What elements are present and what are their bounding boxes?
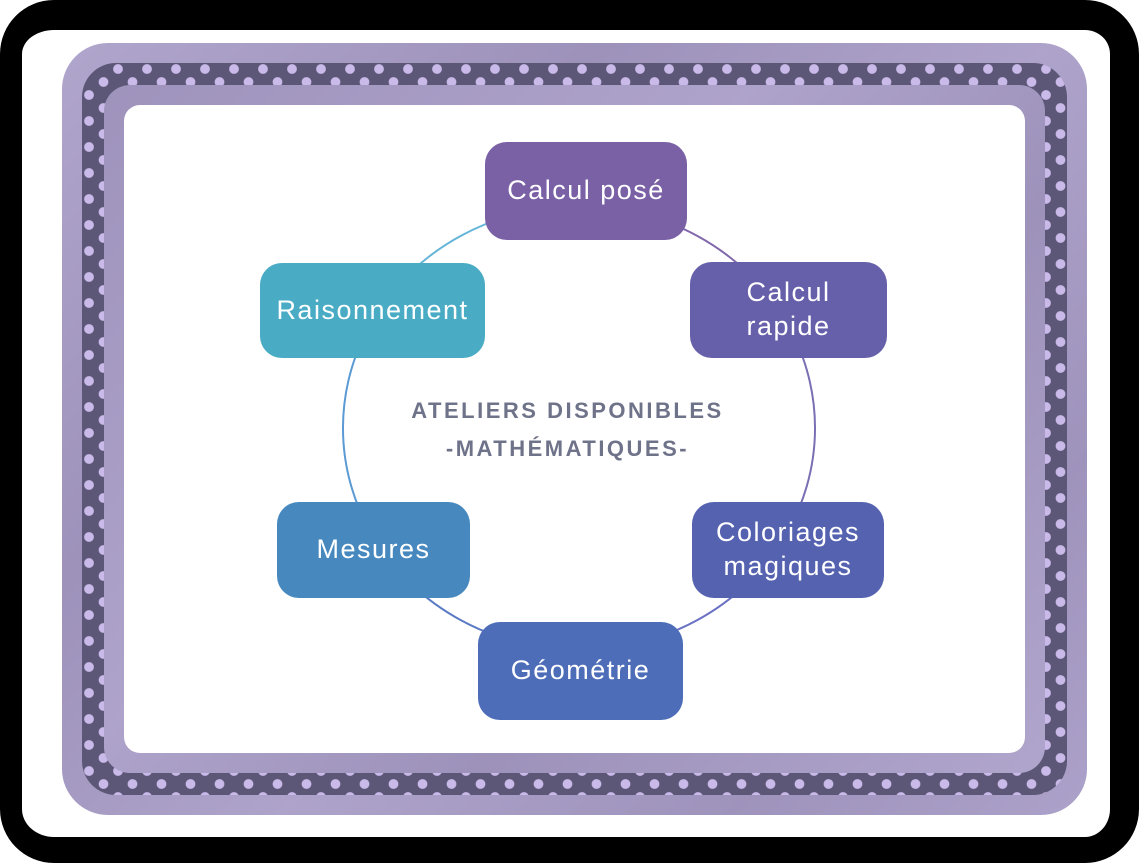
node-geometrie[interactable]: Géométrie — [478, 622, 683, 720]
node-mesures[interactable]: Mesures — [277, 502, 470, 598]
map-title-line2: -MATHÉMATIQUES- — [445, 436, 690, 461]
node-label: Calcul rapide — [746, 277, 831, 341]
node-label: Calcul posé — [507, 175, 665, 206]
node-label: Géométrie — [510, 655, 651, 686]
node-calcul-pose[interactable]: Calcul posé — [485, 142, 687, 240]
map-title-line1: ATELIERS DISPONIBLES — [411, 398, 724, 423]
map-title: ATELIERS DISPONIBLES -MATHÉMATIQUES- — [375, 392, 760, 468]
node-raisonnement[interactable]: Raisonnement — [260, 263, 485, 358]
node-coloriages-magiques[interactable]: Coloriages magiques — [692, 502, 884, 598]
node-label: Raisonnement — [276, 294, 469, 325]
node-calcul-rapide[interactable]: Calcul rapide — [690, 262, 887, 358]
node-label: Coloriages magiques — [715, 517, 861, 581]
node-label: Mesures — [316, 534, 431, 565]
